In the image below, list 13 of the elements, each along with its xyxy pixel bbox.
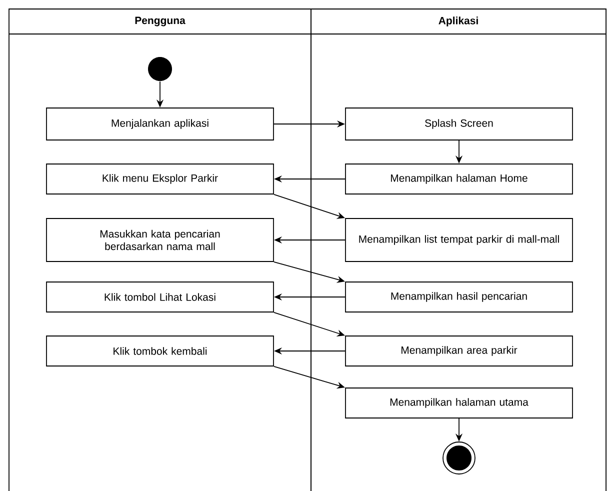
action-box: Menampilkan hasil pencarian <box>345 282 573 312</box>
action-box: Masukkan kata pencarian berdasarkan nama mall <box>46 218 274 262</box>
action-box: Menampilkan halaman utama <box>345 388 573 418</box>
action-box: Klik menu Eksplor Parkir <box>46 164 274 194</box>
action-box: Menampilkan halaman Home <box>345 164 573 194</box>
start-node <box>148 57 172 81</box>
action-box: Menjalankan aplikasi <box>46 108 274 140</box>
action-box: Klik tombok kembali <box>46 336 274 366</box>
action-box: Klik tombol Lihat Lokasi <box>46 282 274 312</box>
action-box: Menampilkan area parkir <box>345 336 573 366</box>
action-box: Splash Screen <box>345 108 573 140</box>
action-box: Menampilkan list tempat parkir di mall-mall <box>345 218 573 262</box>
end-node <box>442 442 476 474</box>
